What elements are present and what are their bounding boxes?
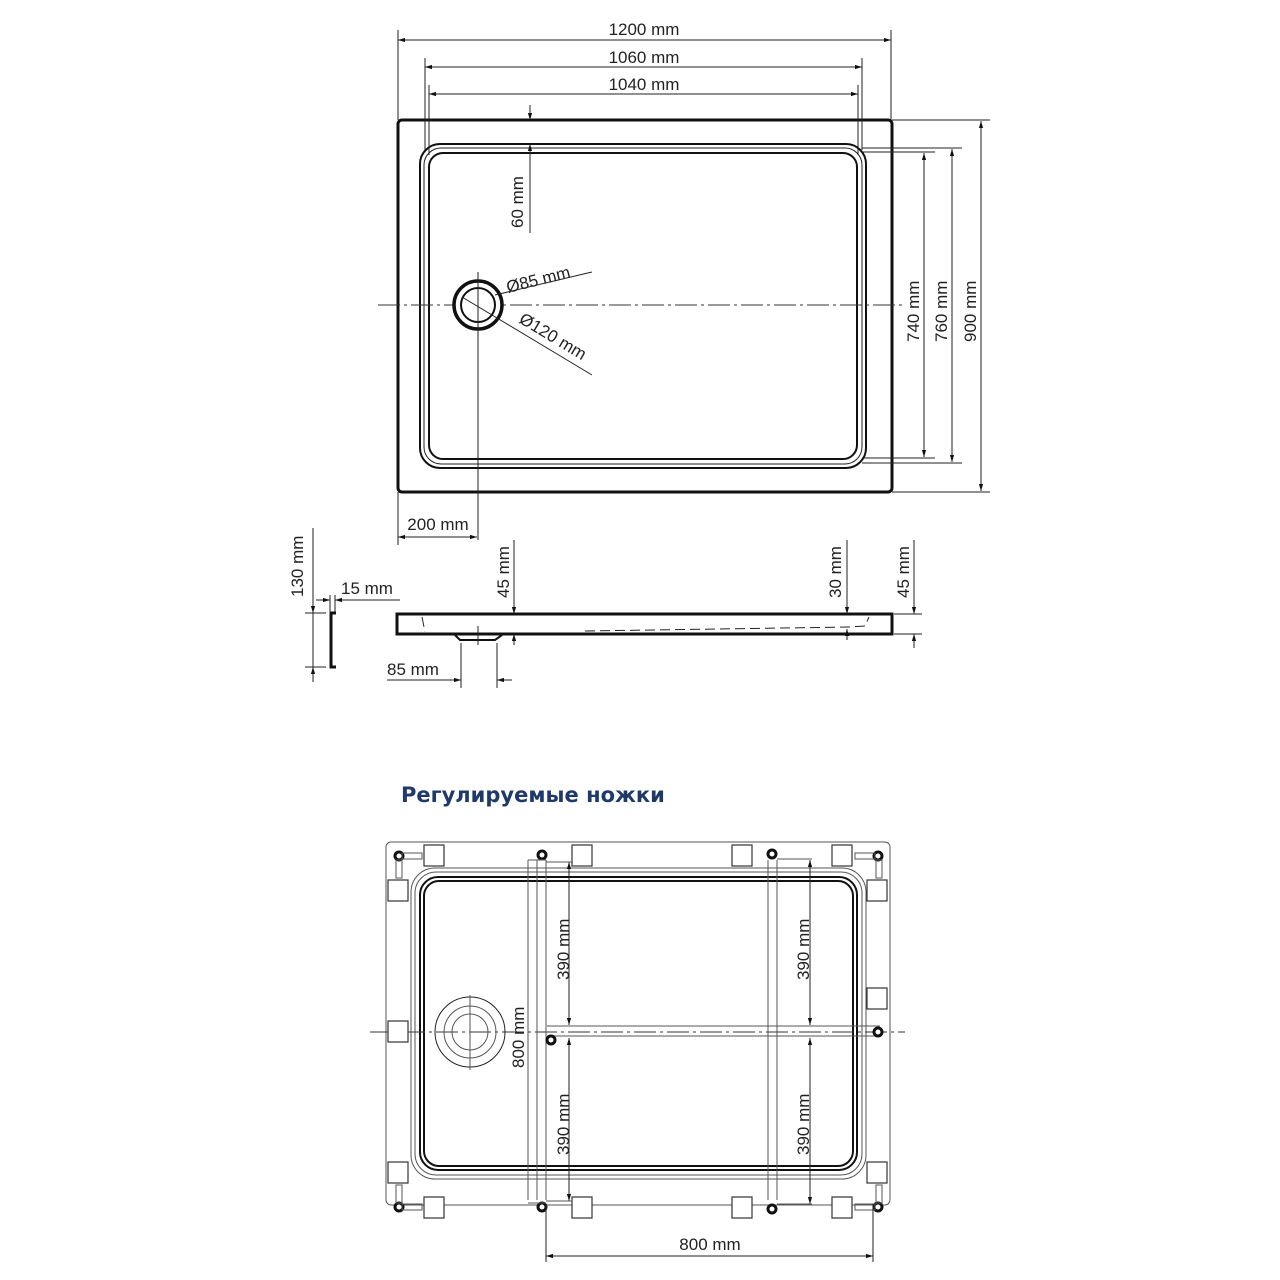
tray-side-profile [395,612,894,636]
adjustable-leg-icon [545,1034,557,1046]
foot-pad [387,1161,409,1184]
adjustable-leg-icon [536,1201,548,1213]
top-left-span-label: 390 mm [554,919,573,980]
depth-740-label: 740 mm [904,281,923,342]
drain-offset-label: 200 mm [407,515,468,534]
bottom-board-outline [385,841,891,1206]
adjustable-leg-icon [766,848,778,860]
inner-depth-right-label: 30 mm [826,546,845,598]
height-left-label: 45 mm [494,546,513,598]
height-right-label: 45 mm [894,546,913,598]
leg-spacing-horizontal-label: 800 mm [679,1235,740,1254]
foot-pad [387,1020,409,1043]
foot-pad [387,879,409,902]
side-view: 130 mm 15 mm 45 mm 30 mm 45 m [288,528,922,688]
bottom-left-span-label: 390 mm [554,1094,573,1155]
drain-inner-dia-label: Ø85 mm [504,263,572,297]
tray-inner-rim-outer [419,143,867,469]
foot-pad [571,844,593,867]
foot-pads [387,844,888,1219]
foot-pad [866,987,888,1010]
foot-pad [866,879,888,902]
bottom-right-span-label: 390 mm [794,1094,813,1155]
foot-pad [731,1196,753,1219]
depth-760-label: 760 mm [932,281,951,342]
foot-pad [831,844,853,867]
leg-width-label: 15 mm [341,579,393,598]
foot-pad [571,1196,593,1219]
width-1040-label: 1040 mm [609,75,680,94]
tray-inner-rim [428,152,858,460]
foot-pad [831,1196,853,1219]
leg-profile-icon [329,611,336,669]
top-right-span-label: 390 mm [794,919,813,980]
foot-pad [423,844,445,867]
leg-height-label: 130 mm [288,536,307,597]
adjustable-leg-icon [766,1203,778,1215]
tray-outline [396,118,894,494]
drain-width-label: 85 mm [387,660,439,679]
leg-spacing-vertical-label: 800 mm [509,1007,528,1068]
bottom-view: 800 mm 390 mm 390 mm 390 mm 390 mm 800 m… [370,841,905,1262]
adjustable-leg-icon [872,1026,884,1038]
adjustable-leg-icon [536,849,548,861]
legs-section-title: Регулируемые ножки [401,783,665,807]
foot-pad [866,1161,888,1184]
top-view: Ø85 mm Ø120 mm 1200 mm 1060 mm 1040 mm 6… [378,20,990,545]
depth-overall-label: 900 mm [961,281,980,342]
foot-pad [731,844,753,867]
width-overall-label: 1200 mm [609,20,680,39]
foot-pad [423,1196,445,1219]
width-1060-label: 1060 mm [609,48,680,67]
rim-offset-label: 60 mm [508,176,527,228]
